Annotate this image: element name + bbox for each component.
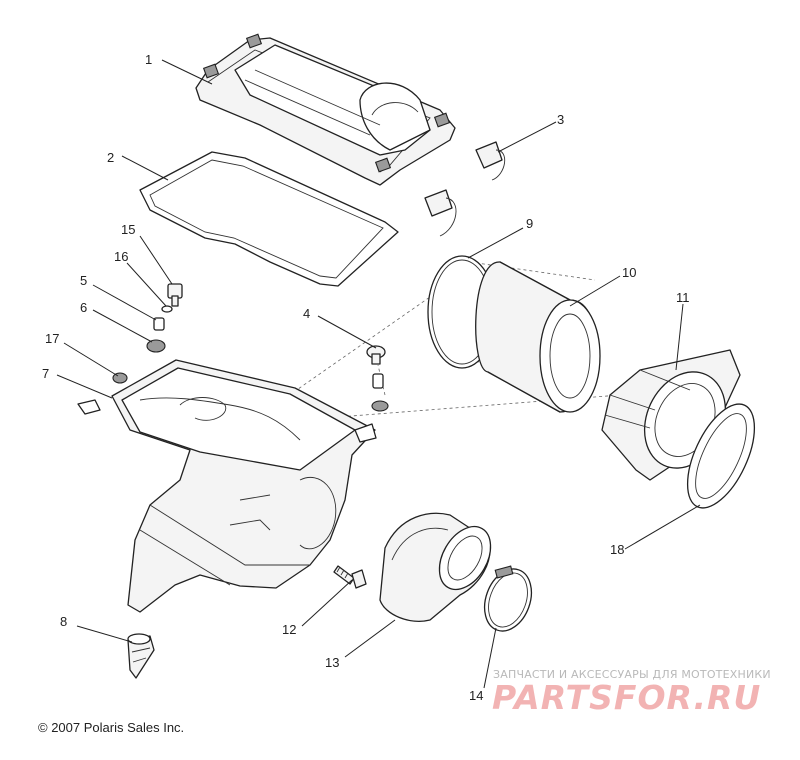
airbox-cover: [195, 33, 456, 186]
callout-numbers: 1 2 3 4 5 6 7 8 9 10 11 12 13 14 15 16 1…: [42, 52, 690, 703]
mounting-hardware-right: [366, 345, 389, 412]
callout-5: 5: [80, 273, 87, 288]
callout-18: 18: [610, 542, 624, 557]
callout-2: 2: [107, 150, 114, 165]
airbox-housing: [77, 359, 377, 613]
watermark-tagline: ЗАПЧАСТИ И АКСЕССУАРЫ ДЛЯ МОТОТЕХНИКИ: [493, 668, 771, 681]
air-filter: [475, 261, 601, 413]
drain-valve: [127, 633, 155, 679]
mounting-hardware-left: [112, 283, 183, 384]
callout-14: 14: [469, 688, 483, 703]
callout-6: 6: [80, 300, 87, 315]
callout-8: 8: [60, 614, 67, 629]
callout-17: 17: [45, 331, 59, 346]
wing-screw: [333, 565, 367, 589]
latch-clips: [424, 141, 506, 237]
callout-10: 10: [622, 265, 636, 280]
callout-13: 13: [325, 655, 339, 670]
leader-lines: [56, 59, 701, 689]
callout-12: 12: [282, 622, 296, 637]
callout-7: 7: [42, 366, 49, 381]
cover-gasket: [139, 151, 399, 287]
callout-4: 4: [303, 306, 310, 321]
callout-16: 16: [114, 249, 128, 264]
callout-3: 3: [557, 112, 564, 127]
callout-11: 11: [676, 290, 690, 305]
callout-1: 1: [145, 52, 152, 67]
intake-boot: [379, 512, 492, 622]
watermark-logo: PARTSFOR.RU: [492, 678, 762, 717]
copyright-notice: © 2007 Polaris Sales Inc.: [38, 720, 185, 735]
callout-9: 9: [526, 216, 533, 231]
callout-15: 15: [121, 222, 135, 237]
hose-clamp: [483, 565, 533, 632]
